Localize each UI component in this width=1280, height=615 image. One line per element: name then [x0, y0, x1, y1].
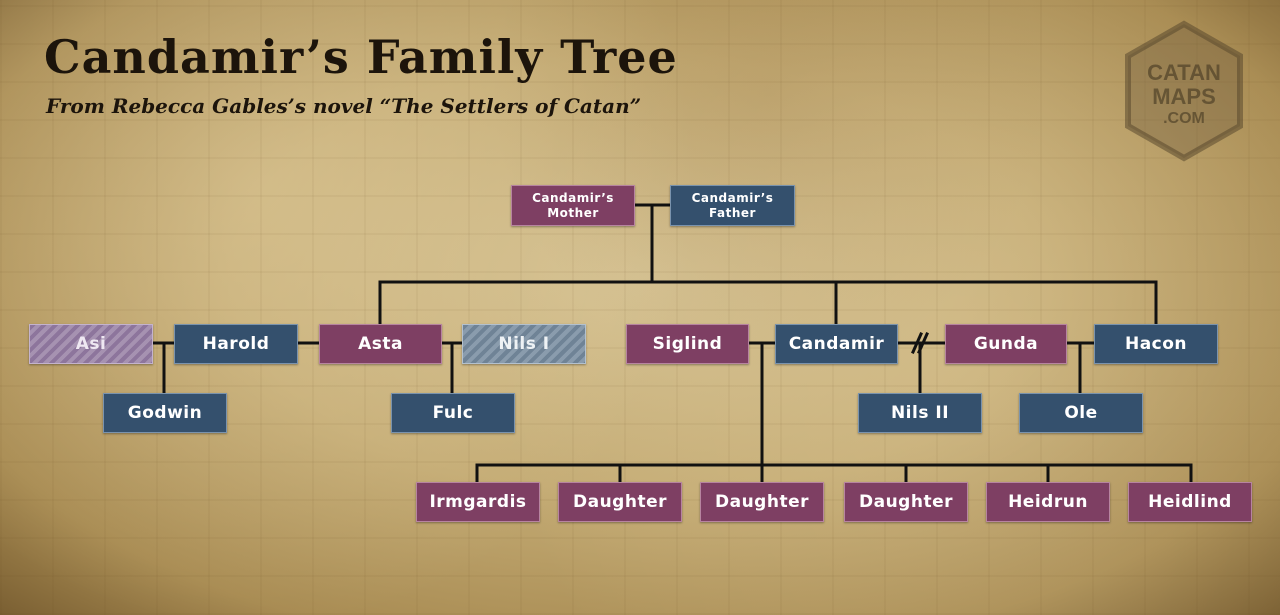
person-daughter-2[interactable]: Daughter — [700, 482, 824, 522]
person-asi[interactable]: Asi — [29, 324, 153, 364]
divorce-mark-2 — [917, 332, 929, 354]
person-ole[interactable]: Ole — [1019, 393, 1143, 433]
person-hacon[interactable]: Hacon — [1094, 324, 1218, 364]
person-gunda[interactable]: Gunda — [945, 324, 1067, 364]
catan-maps-logo: CATAN MAPS .COM — [1125, 20, 1243, 162]
person-fulc[interactable]: Fulc — [391, 393, 515, 433]
person-heidrun[interactable]: Heidrun — [986, 482, 1110, 522]
father-label-line2: Father — [709, 205, 756, 220]
page-title: Candamir’s Family Tree — [44, 30, 678, 84]
person-daughter-3[interactable]: Daughter — [844, 482, 968, 522]
person-candamir[interactable]: Candamir — [775, 324, 898, 364]
person-nils-i[interactable]: Nils I — [462, 324, 586, 364]
mother-label-line2: Mother — [547, 205, 599, 220]
logo-line-3: .COM — [1163, 110, 1205, 127]
mother-label-line1: Candamir’s — [532, 190, 614, 205]
person-heidlind[interactable]: Heidlind — [1128, 482, 1252, 522]
father-label-line1: Candamir’s — [691, 190, 774, 205]
person-irmgardis[interactable]: Irmgardis — [416, 482, 540, 522]
person-harold[interactable]: Harold — [174, 324, 298, 364]
person-asta[interactable]: Asta — [319, 324, 442, 364]
person-daughter-1[interactable]: Daughter — [558, 482, 682, 522]
person-siglind[interactable]: Siglind — [626, 324, 749, 364]
logo-line-1: CATAN — [1147, 60, 1221, 85]
person-godwin[interactable]: Godwin — [103, 393, 227, 433]
person-nils-ii[interactable]: Nils II — [858, 393, 982, 433]
logo-line-2: MAPS — [1152, 84, 1216, 109]
divorce-mark-1 — [911, 332, 923, 354]
page-subtitle: From Rebecca Gables’s novel “The Settler… — [46, 94, 642, 118]
